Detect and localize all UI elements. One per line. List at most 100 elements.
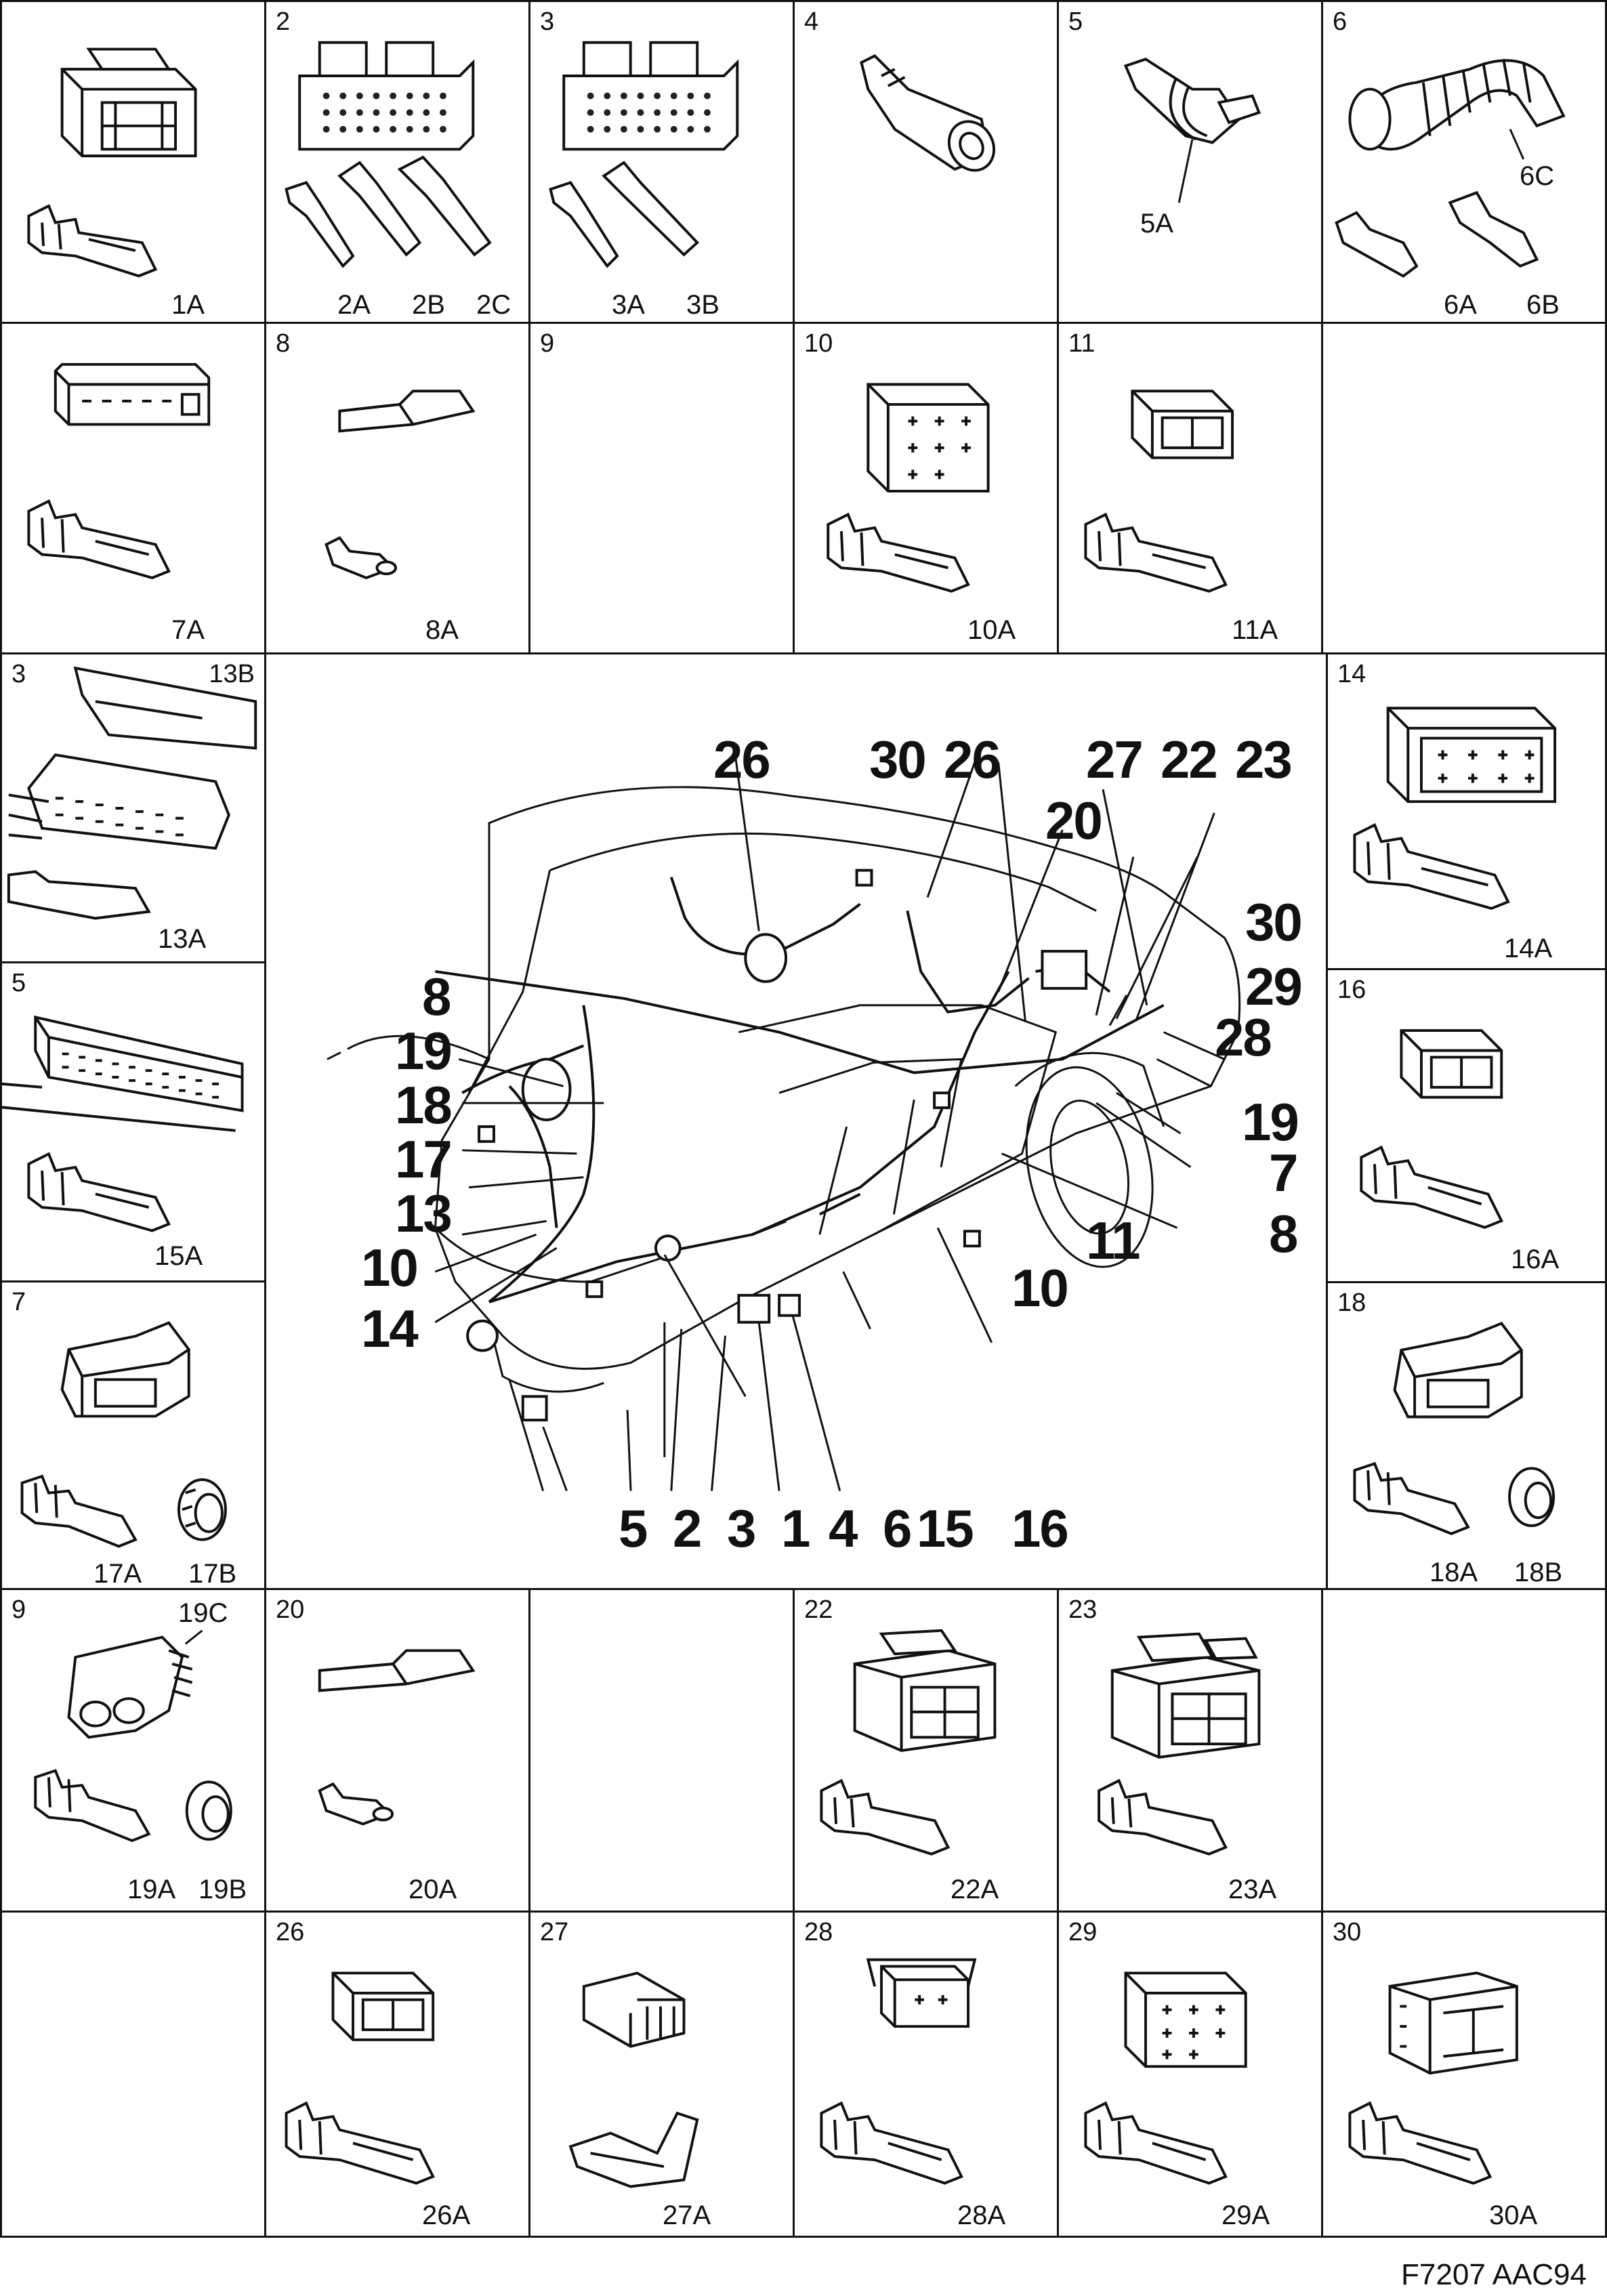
callout-left-13: 13 (395, 1184, 453, 1243)
caption-14a: 14A (1504, 934, 1553, 963)
panel-9: 9 (528, 322, 795, 654)
caption-17b: 17B (188, 1559, 237, 1589)
panel-3: 3 3A 3B (528, 0, 795, 324)
connector-13-drawing (7, 666, 257, 920)
callout-left-17: 17 (395, 1129, 453, 1189)
panel-26: 26 26A (264, 1911, 530, 2238)
panel-20: 20 20A (264, 1588, 530, 1913)
caption-6b: 6B (1526, 290, 1560, 320)
callout-left-8: 8 (422, 967, 451, 1026)
panel-11: 11 11A (1057, 322, 1323, 654)
panel-19-number: 9 (12, 1595, 26, 1624)
connector-15-drawing (2, 1015, 244, 1232)
connector-22-drawing (820, 1629, 997, 1856)
caption-7a: 7A (171, 615, 205, 645)
panel-15-number: 5 (12, 969, 26, 997)
connector-7-drawing (27, 362, 211, 580)
caption-23a: 23A (1228, 1875, 1277, 1904)
caption-29a: 29A (1222, 2200, 1270, 2230)
callout-right-29: 29 (1245, 957, 1303, 1016)
panel-4: 4 (793, 0, 1059, 324)
connector-11-drawing (1084, 390, 1234, 593)
connector-23-drawing (1098, 1632, 1261, 1856)
panel-28: 28 28A (793, 1911, 1059, 2238)
panel-1: 1A (0, 0, 266, 324)
caption-19b: 19B (199, 1875, 247, 1904)
panel-8: 8 8A (264, 322, 530, 654)
caption-3b: 3B (686, 290, 719, 320)
callout-right-19: 19 (1242, 1092, 1299, 1152)
callout-top-26b: 26 (944, 730, 1001, 789)
connector-6-drawing (1335, 58, 1566, 278)
caption-13a: 13A (158, 924, 207, 954)
panel-9-number: 9 (540, 329, 555, 358)
reference-code: F7207 AAC94 (1401, 2258, 1587, 2291)
panel-8-number: 8 (276, 329, 291, 358)
caption-19c: 19C (178, 1598, 228, 1628)
panel-5-number: 5 (1068, 7, 1083, 36)
caption-2c: 2C (476, 290, 512, 320)
callout-right-28: 28 (1215, 1007, 1272, 1067)
panel-17: 7 17A 17B (0, 1280, 266, 1590)
callout-top-30: 30 (869, 730, 927, 789)
panel-23: 23 23A (1057, 1588, 1323, 1913)
panel-19: 9 19C 19A 19B (0, 1588, 266, 1913)
panel-10: 10 10A (793, 322, 1059, 654)
caption-2b: 2B (412, 290, 445, 320)
callout-bottom-1: 1 (781, 1499, 810, 1558)
panel-18-number: 18 (1337, 1289, 1366, 1317)
caption-11a: 11A (1232, 615, 1278, 645)
panel-27: 27 27A (528, 1911, 795, 2238)
caption-17a: 17A (93, 1559, 142, 1589)
caption-6a: 6A (1444, 290, 1477, 320)
caption-22a: 22A (951, 1875, 999, 1904)
caption-6c: 6C (1520, 161, 1555, 191)
panel-27-number: 27 (540, 1918, 569, 1946)
connector-1-drawing (27, 47, 197, 278)
connector-14-drawing (1353, 707, 1557, 910)
caption-2a: 2A (337, 290, 371, 320)
vehicle-outline-drawing (327, 751, 1241, 1492)
connector-10-drawing (827, 383, 990, 593)
caption-8a: 8A (425, 615, 459, 645)
panel-16-number: 16 (1337, 976, 1366, 1004)
caption-1a: 1A (171, 290, 205, 320)
panel-11-number: 11 (1068, 329, 1095, 358)
connector-29-drawing (1084, 1971, 1247, 2185)
callout-right-8: 8 (1269, 1204, 1298, 1264)
panel-28-number: 28 (804, 1918, 833, 1946)
connector-2-drawing (285, 41, 492, 268)
callout-bottom-6: 6 (883, 1499, 912, 1558)
connector-17-drawing (20, 1321, 227, 1548)
caption-27a: 27A (663, 2200, 711, 2230)
panel-26-number: 26 (276, 1918, 305, 1946)
caption-18b: 18B (1514, 1558, 1563, 1587)
caption-16a: 16A (1511, 1245, 1560, 1274)
caption-18a: 18A (1429, 1558, 1478, 1587)
connector-26-drawing (285, 1971, 435, 2185)
panel-18: 18 18A 18B (1326, 1281, 1607, 1590)
connector-18-drawing (1353, 1322, 1556, 1535)
callout-top-23: 23 (1235, 730, 1293, 789)
callout-left-18: 18 (395, 1075, 453, 1135)
connector-5-drawing (1123, 58, 1261, 203)
callout-bottom-16: 16 (1011, 1499, 1069, 1558)
connector-19-drawing (34, 1629, 232, 1843)
caption-30a: 30A (1489, 2200, 1538, 2230)
panel-15: 5 15A (0, 961, 266, 1282)
callout-bottom-2: 2 (673, 1499, 702, 1558)
connector-8-drawing (325, 390, 476, 580)
callout-top-22: 22 (1161, 730, 1218, 789)
callout-bottom-5: 5 (619, 1499, 648, 1558)
caption-19a: 19A (127, 1875, 176, 1904)
callout-middle-11: 11 (1086, 1211, 1140, 1270)
panel-20-number: 20 (276, 1595, 305, 1624)
panel-6: 6 6C 6A 6B (1321, 0, 1607, 324)
callout-middle-10: 10 (1011, 1258, 1069, 1318)
callout-left-19: 19 (395, 1021, 453, 1081)
connector-4-drawing (860, 54, 996, 172)
panel-24-empty (1321, 1588, 1607, 1913)
connector-3-drawing (549, 41, 739, 268)
panel-10-number: 10 (804, 329, 833, 358)
